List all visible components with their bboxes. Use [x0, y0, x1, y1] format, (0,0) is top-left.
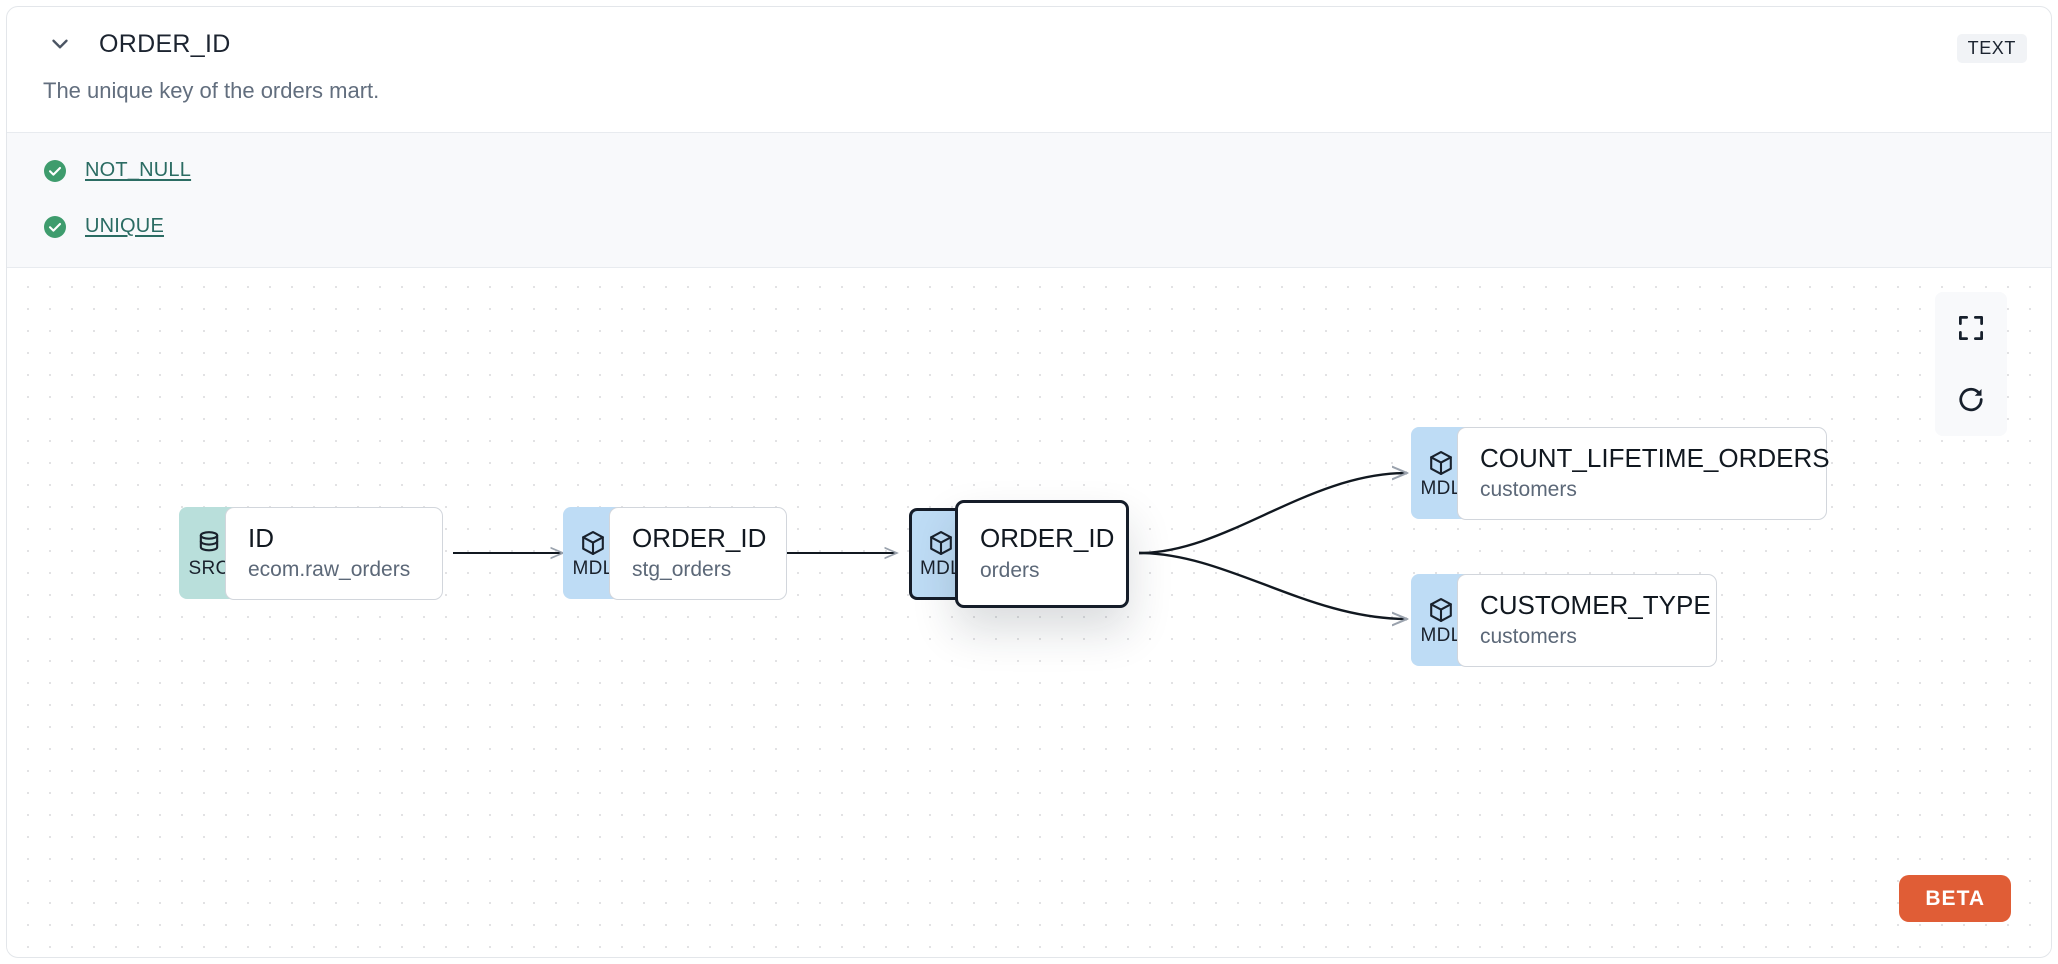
lineage-edge: [1138, 551, 1407, 619]
page-title: ORDER_ID: [99, 29, 231, 58]
node-source-name: customers: [1480, 478, 1577, 502]
node-card[interactable]: ID ecom.raw_orders: [225, 506, 443, 600]
node-badge-label: MDL: [919, 558, 961, 580]
tests-section: NOT_NULL UNIQUE: [7, 131, 2051, 268]
cube-icon: [929, 531, 952, 556]
check-circle-icon: [44, 215, 66, 238]
test-link-not-null[interactable]: NOT_NULL: [85, 159, 192, 182]
node-column-name: ORDER_ID: [980, 523, 1115, 554]
node-source-name: ecom.raw_orders: [248, 558, 411, 582]
fullscreen-button[interactable]: [1935, 291, 2007, 364]
node-source-name: customers: [1480, 625, 1577, 649]
lineage-edges: [453, 268, 2051, 952]
lineage-node-count-lifetime-orders[interactable]: MDL COUNT_LIFETIME_ORDERS customers: [1411, 426, 1830, 520]
check-circle-icon: [44, 159, 66, 182]
lineage-node-customer-type[interactable]: MDL CUSTOMER_TYPE customers: [1411, 573, 1717, 667]
column-detail-panel: ORDER_ID TEXT The unique key of the orde…: [6, 6, 2052, 958]
node-column-name: ORDER_ID: [632, 522, 767, 553]
node-badge-label: SRC: [188, 557, 230, 579]
node-column-name: ID: [248, 522, 274, 553]
node-column-name: CUSTOMER_TYPE: [1480, 589, 1711, 620]
refresh-button[interactable]: [1935, 363, 2007, 436]
panel-header: ORDER_ID TEXT: [7, 7, 2051, 81]
canvas-controls: [1935, 291, 2007, 436]
cube-icon: [1430, 597, 1452, 622]
node-badge-label: MDL: [1420, 477, 1462, 499]
node-badge-label: MDL: [1420, 624, 1462, 646]
beta-badge[interactable]: BETA: [1899, 874, 2011, 922]
cube-icon: [582, 530, 604, 555]
node-card[interactable]: CUSTOMER_TYPE customers: [1457, 573, 1717, 667]
node-card[interactable]: COUNT_LIFETIME_ORDERS customers: [1457, 426, 1830, 520]
column-description: The unique key of the orders mart.: [43, 78, 380, 103]
lineage-node-order-id-stg[interactable]: MDL ORDER_ID stg_orders: [563, 506, 787, 600]
node-card[interactable]: ORDER_ID orders: [955, 499, 1129, 608]
node-card[interactable]: ORDER_ID stg_orders: [609, 506, 787, 600]
test-row: NOT_NULL: [43, 151, 2027, 191]
lineage-edge: [1138, 473, 1407, 554]
chevron-down-icon[interactable]: [43, 27, 77, 61]
fullscreen-icon: [1959, 315, 1983, 340]
cube-icon: [1430, 450, 1452, 475]
database-icon: [199, 530, 219, 552]
test-link-unique[interactable]: UNIQUE: [85, 215, 164, 238]
node-badge-label: MDL: [572, 557, 614, 579]
node-source-name: stg_orders: [632, 558, 732, 582]
data-type-badge: TEXT: [1956, 34, 2027, 63]
lineage-canvas[interactable]: SRC ID ecom.raw_orders MDL ORDER_ID stg_…: [7, 267, 2051, 952]
test-row: UNIQUE: [43, 207, 2027, 247]
node-column-name: COUNT_LIFETIME_ORDERS: [1480, 442, 1830, 473]
lineage-node-order-id-orders-selected[interactable]: MDL ORDER_ID orders: [909, 499, 1129, 608]
refresh-icon: [1959, 387, 1983, 411]
lineage-node-id[interactable]: SRC ID ecom.raw_orders: [179, 506, 443, 600]
node-source-name: orders: [980, 558, 1040, 582]
